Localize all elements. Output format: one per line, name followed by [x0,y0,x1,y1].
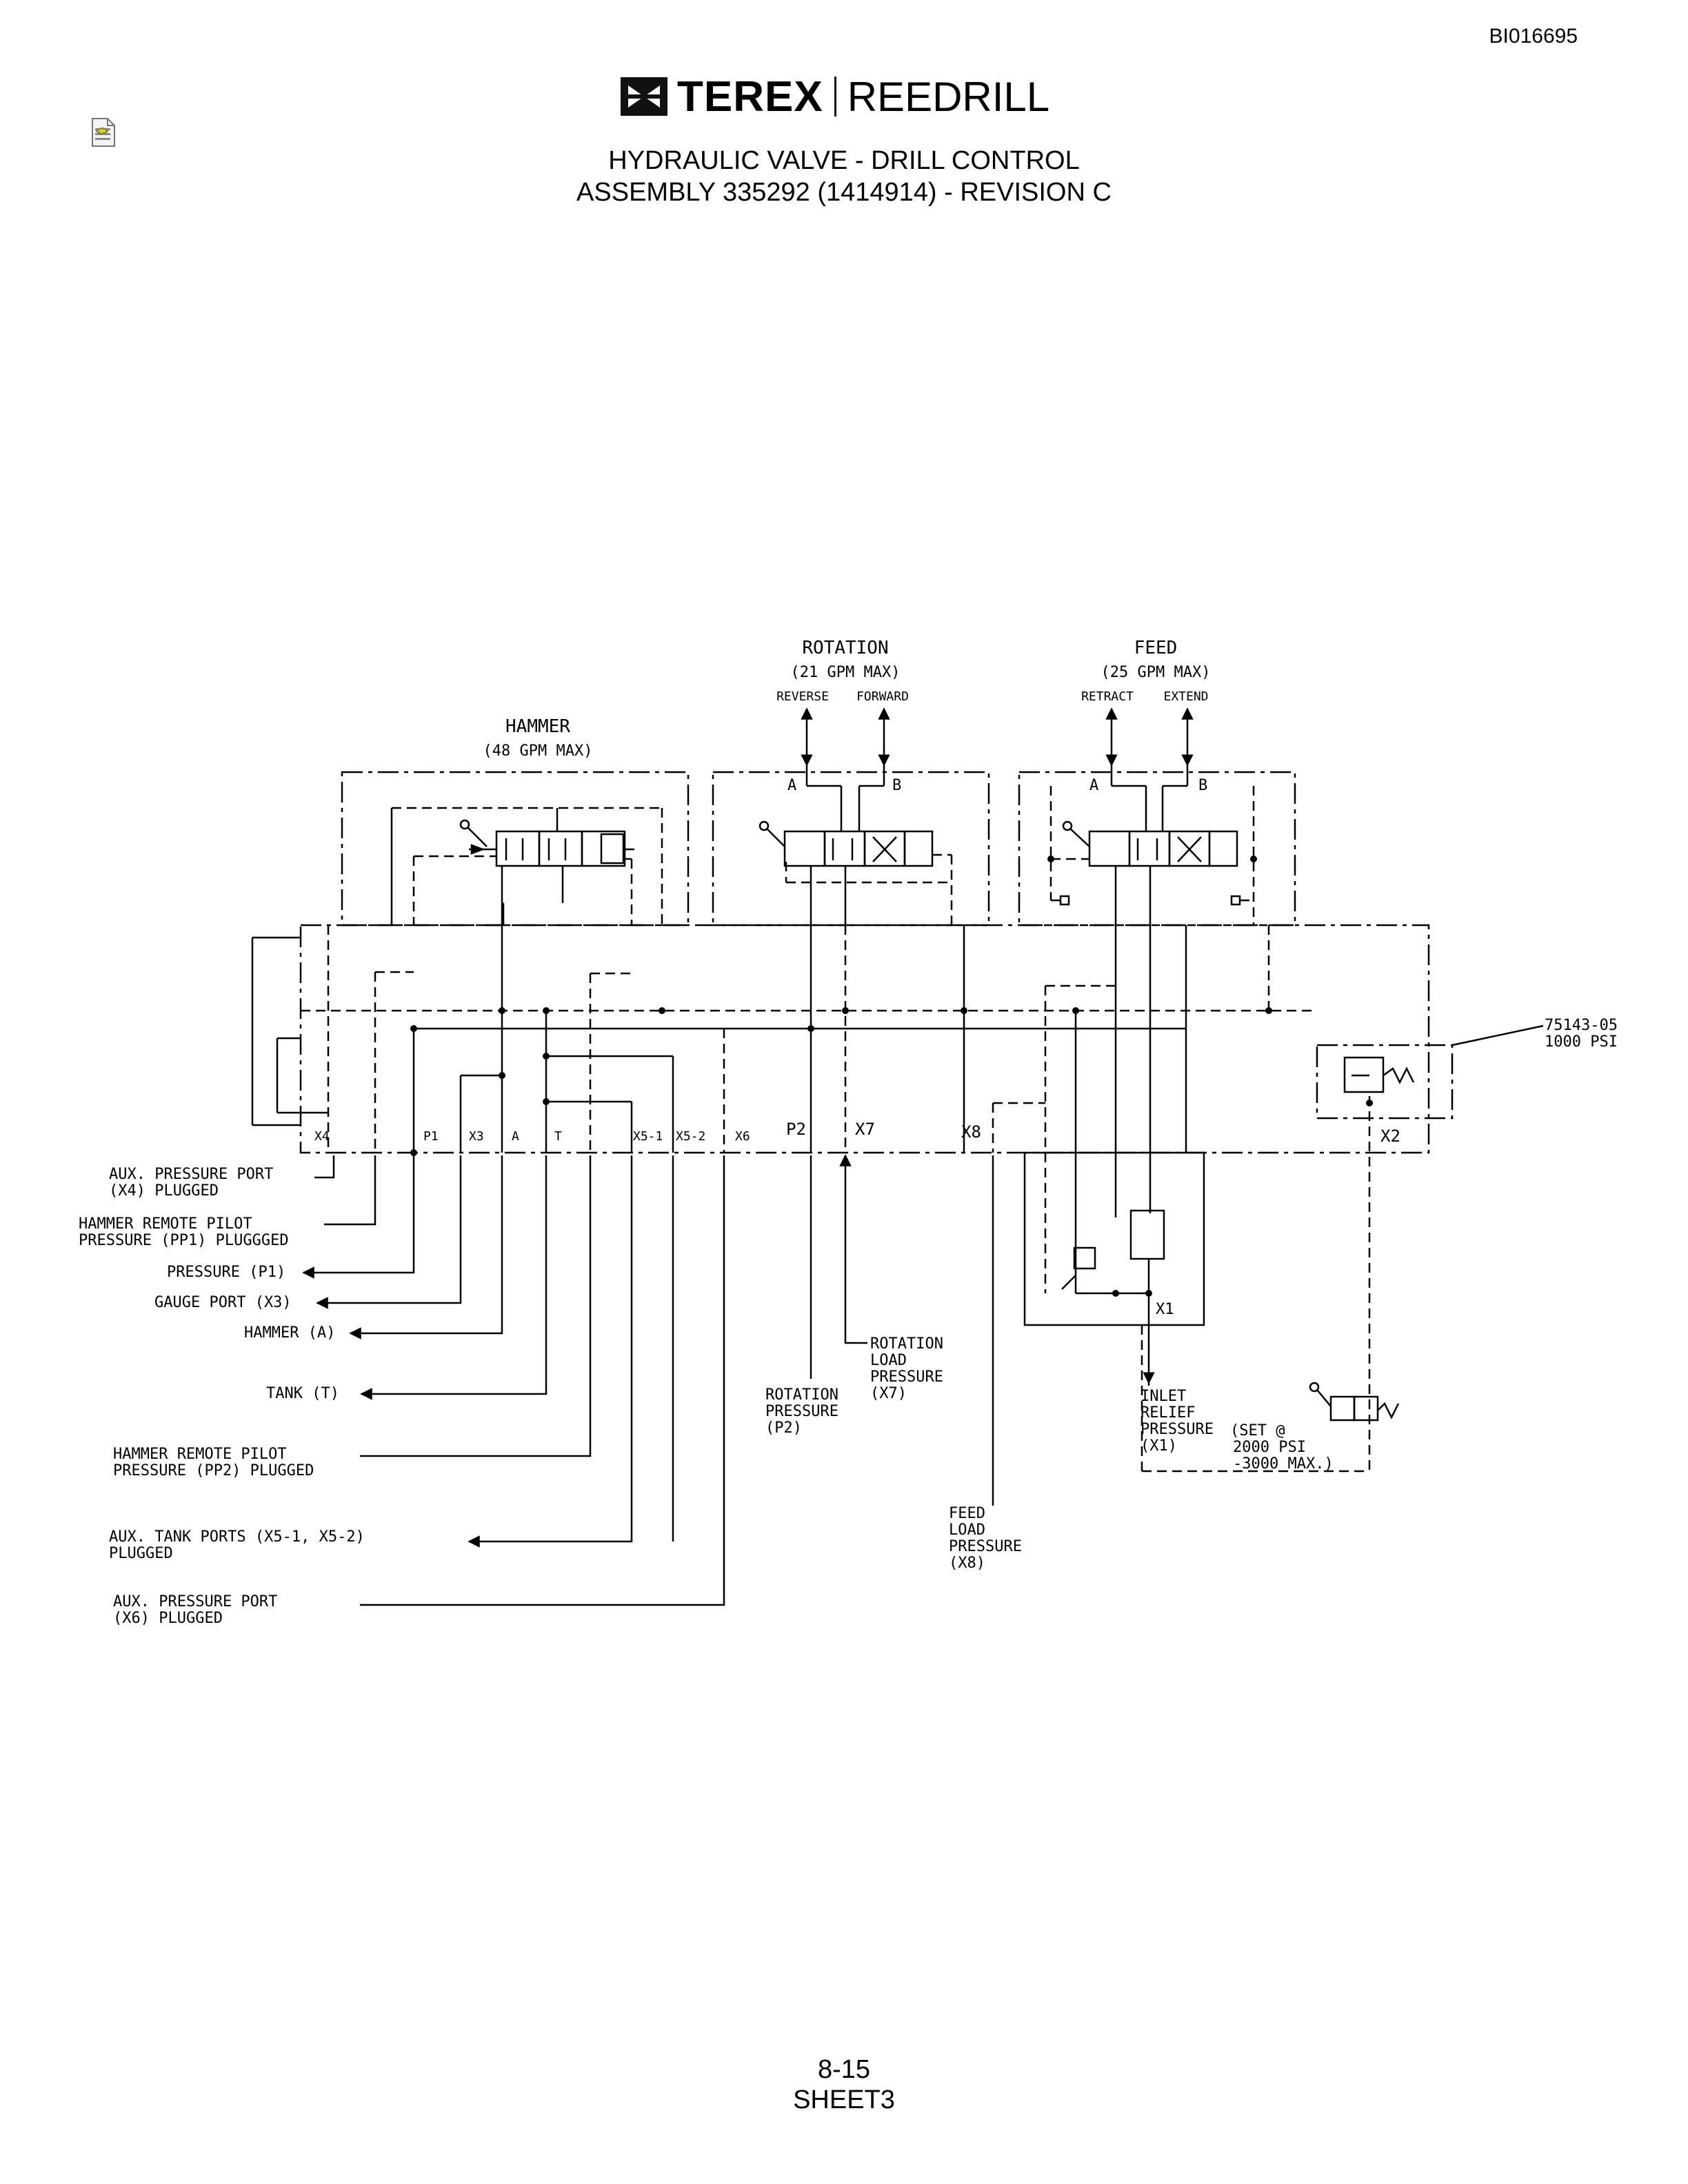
callout-rot-pressure-line3: (P2) [765,1419,802,1437]
port-t: T [554,1129,562,1144]
title-line-2: ASSEMBLY 335292 (1414914) - REVISION C [576,178,1112,207]
brand-subname: REEDRILL [847,73,1050,120]
document-link-icon[interactable] [91,117,116,148]
title-line-1: HYDRAULIC VALVE - DRILL CONTROL [608,146,1080,175]
sheet-number: SHEET3 [793,2085,895,2114]
feed-section-outline [1018,771,1296,927]
callout-aux-pressure-x6-line2: (X6) PLUGGED [113,1610,223,1627]
page-number: 8-15 [817,2055,871,2084]
callout-hammer-a: HAMMER (A) [244,1324,335,1342]
document-number: BI016695 [1489,25,1578,48]
rotation-rating: (21 GPM MAX) [791,664,901,681]
feed-extend-label: EXTEND [1163,689,1208,704]
feed-port-b: B [1198,777,1207,794]
rotation-port-a: A [787,777,796,794]
rotation-reverse-label: REVERSE [776,689,829,704]
callout-rot-load-line3: PRESSURE [870,1368,943,1386]
port-x2: X2 [1380,1126,1400,1146]
relief-valve [1343,1024,1544,1093]
callout-inlet-set-line3: -3000 MAX.) [1233,1455,1334,1473]
rotation-spool-valve [758,820,934,867]
port-p2: P2 [786,1120,806,1139]
callout-feed-load-line1: FEED [949,1505,985,1522]
callout-aux-pressure-x6-line1: AUX. PRESSURE PORT [113,1593,277,1610]
rotation-forward-label: FORWARD [856,689,909,704]
callout-rot-load-line4: (X7) [870,1385,907,1402]
terex-emblem-icon [621,77,667,116]
hammer-rating: (48 GPM MAX) [483,742,593,760]
port-x4: X4 [314,1129,330,1144]
relief-setting: 1000 PSI [1545,1033,1618,1051]
manual-relief-selector [1309,1382,1400,1422]
port-a: A [512,1129,519,1144]
port-p1: P1 [423,1129,439,1144]
rotation-section-outline [712,771,990,927]
callout-gauge-x3: GAUGE PORT (X3) [154,1294,292,1311]
document-title: HYDRAULIC VALVE - DRILL CONTROL ASSEMBLY… [0,145,1688,208]
relief-valve-outline [1316,1044,1454,1120]
hammer-title: HAMMER [505,716,570,737]
callout-hammer-pp2-line2: PRESSURE (PP2) PLUGGED [113,1462,314,1479]
port-x7: X7 [855,1120,875,1139]
relief-part-number: 75143-05 [1545,1017,1618,1034]
callout-hammer-pp2-line1: HAMMER REMOTE PILOT [113,1446,287,1463]
inlet-relief-cartridge [1129,1209,1165,1260]
port-x6: X6 [735,1129,750,1144]
callout-rot-load-line2: LOAD [870,1352,907,1369]
callout-inlet-line1: INLET [1141,1388,1186,1405]
port-x5-2: X5-2 [676,1129,705,1144]
callout-feed-load-line3: PRESSURE [949,1538,1022,1555]
callout-inlet-line4: (X1) [1141,1437,1177,1455]
callout-inlet-set-line2: 2000 PSI [1233,1439,1306,1456]
callout-hammer-pp1-line1: HAMMER REMOTE PILOT [79,1215,252,1233]
valve-body-outline [299,924,1430,1154]
page-footer: 8-15 SHEET3 [0,2054,1688,2115]
callout-rot-load-line1: ROTATION [870,1335,943,1353]
port-x5-1: X5-1 [633,1129,663,1144]
feed-rating: (25 GPM MAX) [1101,664,1211,681]
callout-aux-pressure-x4-line2: (X4) PLUGGED [109,1182,219,1200]
callout-rot-pressure-line1: ROTATION [765,1386,838,1404]
callout-aux-pressure-x4-line1: AUX. PRESSURE PORT [109,1166,273,1183]
feed-retract-label: RETRACT [1081,689,1134,704]
callout-feed-load-line4: (X8) [949,1555,985,1572]
port-x3: X3 [469,1129,484,1144]
callout-inlet-set-line1: (SET @ [1230,1422,1285,1439]
hammer-section-outline [341,771,690,927]
callout-tank-t: TANK (T) [266,1385,339,1402]
hammer-spool-valve [459,819,634,867]
feed-port-a: A [1089,777,1098,794]
callout-aux-tank-line2: PLUGGED [109,1545,173,1562]
rotation-title: ROTATION [802,638,888,658]
feed-title: FEED [1134,638,1178,658]
callout-aux-tank-line1: AUX. TANK PORTS (X5-1, X5-2) [109,1528,365,1546]
callout-feed-load-line2: LOAD [949,1521,985,1539]
logo-divider [834,77,836,117]
callout-rot-pressure-line2: PRESSURE [765,1403,838,1420]
port-x1: X1 [1156,1301,1174,1318]
rotation-port-b: B [892,777,901,794]
callout-inlet-line3: PRESSURE [1141,1421,1214,1438]
callout-hammer-pp1-line2: PRESSURE (PP1) PLUGGGED [79,1232,289,1249]
port-x8: X8 [961,1122,981,1142]
terex-reedrill-logo: TEREX REEDRILL [621,72,1050,121]
callout-pressure-p1: PRESSURE (P1) [167,1264,285,1281]
callout-inlet-line2: RELIEF [1141,1404,1195,1422]
brand-name: TEREX [677,72,823,121]
